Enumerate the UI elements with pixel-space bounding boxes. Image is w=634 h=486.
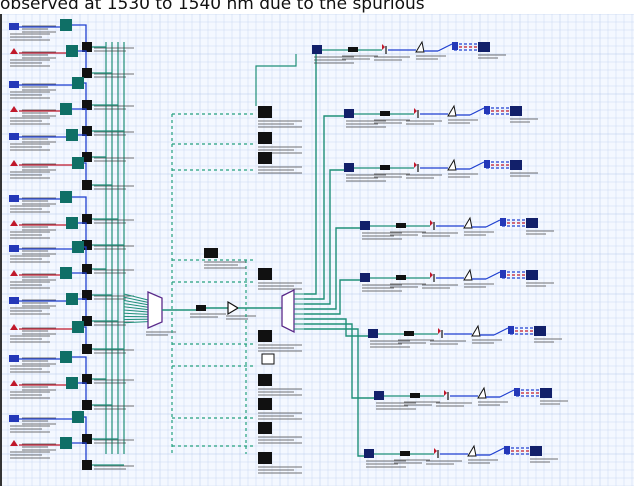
modulator-icon (66, 45, 78, 57)
modulator-icon (72, 411, 84, 423)
power-meter-icon (258, 106, 272, 118)
monitor-icon (204, 248, 218, 258)
filter-icon (360, 273, 370, 282)
receiver-icon (484, 106, 490, 114)
fiber-span-icon (410, 393, 420, 398)
laser-source-icon (9, 355, 19, 362)
filter-icon (374, 391, 384, 400)
filter-icon (368, 329, 378, 338)
analyzer-icon (478, 42, 490, 52)
coupler-icon (82, 400, 92, 410)
analyzer-icon (510, 106, 522, 116)
laser-source-icon (9, 415, 19, 422)
modulator-icon (60, 351, 72, 363)
caption-text: observed at 1530 to 1540 nm due to the s… (0, 0, 634, 15)
modulator-icon (72, 77, 84, 89)
fiber-span-icon (380, 111, 390, 116)
analyzer-icon (526, 270, 538, 280)
coupler-icon (82, 180, 92, 190)
schematic-diagram (0, 14, 634, 486)
analyzer-icon (530, 446, 542, 456)
fiber-span-icon (396, 275, 406, 280)
modulator-icon (66, 129, 78, 141)
fiber-span-icon (380, 165, 390, 170)
laser-source-icon (9, 297, 19, 304)
power-meter-icon (258, 422, 272, 434)
modulator-icon (66, 377, 78, 389)
modulator-icon (60, 191, 72, 203)
laser-source-icon (9, 133, 19, 140)
receiver-icon (504, 446, 510, 454)
modulator-icon (66, 293, 78, 305)
laser-source-icon (9, 23, 19, 30)
laser-source-icon (9, 195, 19, 202)
filter-icon (364, 449, 374, 458)
modulator-icon (66, 217, 78, 229)
modulator-icon (72, 157, 84, 169)
filter-icon (312, 45, 322, 54)
receiver-icon (500, 270, 506, 278)
analyzer-icon (510, 160, 522, 170)
coupler-icon (82, 344, 92, 354)
power-meter-icon (258, 132, 272, 144)
mux-icon (148, 292, 162, 328)
fiber-span-icon (400, 451, 410, 456)
filter-icon (360, 221, 370, 230)
amplifier-icon (196, 305, 206, 311)
power-meter-icon (258, 452, 272, 464)
receiver-icon (500, 218, 506, 226)
analyzer-icon (534, 326, 546, 336)
scope-icon (262, 354, 274, 364)
modulator-icon (72, 321, 84, 333)
modulator-icon (60, 267, 72, 279)
filter-icon (344, 109, 354, 118)
laser-source-icon (9, 81, 19, 88)
modulator-icon (60, 19, 72, 31)
filter-icon (344, 163, 354, 172)
fiber-span-icon (348, 47, 358, 52)
laser-source-icon (9, 245, 19, 252)
canvas-background (0, 14, 634, 486)
receiver-icon (484, 160, 490, 168)
receiver-icon (514, 388, 520, 396)
analyzer-icon (526, 218, 538, 228)
power-meter-icon (258, 152, 272, 164)
power-meter-icon (258, 398, 272, 410)
demux-icon (282, 290, 294, 332)
power-meter-icon (258, 374, 272, 386)
power-meter-icon (258, 268, 272, 280)
modulator-icon (60, 437, 72, 449)
coupler-icon (82, 460, 92, 470)
power-meter-icon (258, 330, 272, 342)
modulator-icon (72, 241, 84, 253)
analyzer-icon (540, 388, 552, 398)
schematic-canvas[interactable] (0, 14, 634, 486)
modulator-icon (60, 103, 72, 115)
fiber-span-icon (396, 223, 406, 228)
coupler-icon (82, 68, 92, 78)
fiber-span-icon (404, 331, 414, 336)
receiver-icon (508, 326, 514, 334)
receiver-icon (452, 42, 458, 50)
